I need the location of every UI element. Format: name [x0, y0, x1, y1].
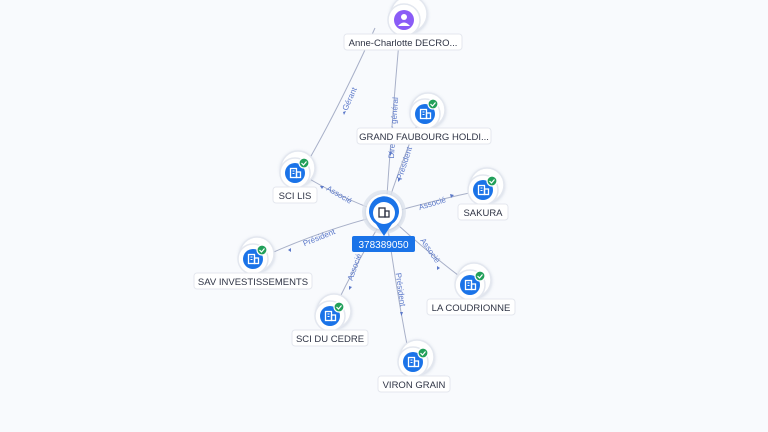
- edge-viron-center[interactable]: Président: [385, 213, 411, 361]
- edge-label: Associé: [418, 237, 442, 266]
- edge-anne-center[interactable]: Directeur général: [385, 29, 401, 211]
- svg-text:378389050: 378389050: [358, 240, 408, 251]
- arrow-icon: [349, 286, 352, 290]
- node-label: VIRON GRAIN: [377, 375, 451, 393]
- arrow-icon: [288, 248, 291, 252]
- check-badge-icon: [417, 347, 429, 359]
- svg-text:LA COUDRIONNE: LA COUDRIONNE: [432, 303, 511, 314]
- check-badge-icon: [486, 175, 498, 187]
- company-node-coud[interactable]: LA COUDRIONNE: [426, 262, 516, 316]
- svg-text:SAV INVESTISSEMENTS: SAV INVESTISSEMENTS: [198, 277, 308, 288]
- check-badge-icon: [333, 301, 345, 313]
- arrow-icon: [437, 266, 440, 270]
- svg-text:VIRON GRAIN: VIRON GRAIN: [383, 380, 446, 391]
- edge-label: Associé: [418, 195, 448, 212]
- svg-text:SCI DU CEDRE: SCI DU CEDRE: [296, 334, 364, 345]
- company-node-sakura[interactable]: SAKURA: [457, 167, 509, 221]
- building-icon: [378, 207, 390, 218]
- svg-text:SCI LIS: SCI LIS: [279, 191, 312, 202]
- node-label: Anne-Charlotte DECRO...: [343, 33, 463, 51]
- company-node-gfh[interactable]: GRAND FAUBOURG HOLDI...: [356, 92, 492, 145]
- node-label: SAKURA: [457, 203, 509, 221]
- company-node-viron[interactable]: VIRON GRAIN: [377, 339, 451, 393]
- arrow-icon: [320, 186, 324, 189]
- center-label: 378389050: [352, 236, 415, 252]
- svg-text:GRAND FAUBOURG HOLDI...: GRAND FAUBOURG HOLDI...: [359, 132, 489, 143]
- check-badge-icon: [298, 157, 310, 169]
- node-label: SCI DU CEDRE: [291, 329, 369, 347]
- company-node-sav[interactable]: SAV INVESTISSEMENTS: [193, 236, 313, 290]
- edge-label: Associé: [346, 252, 364, 282]
- edge-label: Président: [395, 145, 414, 181]
- arrow-icon: [400, 312, 403, 316]
- company-node-cedre[interactable]: SCI DU CEDRE: [291, 293, 369, 347]
- check-badge-icon: [427, 98, 439, 110]
- node-label: LA COUDRIONNE: [426, 298, 516, 316]
- check-badge-icon: [256, 244, 268, 256]
- company-node-scilis[interactable]: SCI LIS: [272, 150, 318, 204]
- arrow-icon: [398, 178, 401, 182]
- arrow-icon: [389, 152, 392, 156]
- edge-label: Président: [394, 272, 408, 307]
- check-badge-icon: [474, 270, 486, 282]
- node-label: SAV INVESTISSEMENTS: [193, 272, 313, 290]
- center-node[interactable]: 378389050: [352, 190, 415, 252]
- edge-label: Président: [302, 227, 337, 248]
- arrow-icon: [450, 194, 454, 198]
- node-label: GRAND FAUBOURG HOLDI...: [356, 127, 492, 145]
- svg-text:SAKURA: SAKURA: [463, 208, 503, 219]
- person-node-anne[interactable]: Anne-Charlotte DECRO...: [343, 0, 463, 51]
- edge-label: Associé: [325, 184, 354, 206]
- node-label: SCI LIS: [272, 186, 318, 204]
- arrow-icon: [343, 111, 346, 115]
- svg-text:Anne-Charlotte DECRO...: Anne-Charlotte DECRO...: [349, 38, 458, 49]
- person-icon: [398, 14, 410, 26]
- edge-label: Gérant: [341, 85, 359, 112]
